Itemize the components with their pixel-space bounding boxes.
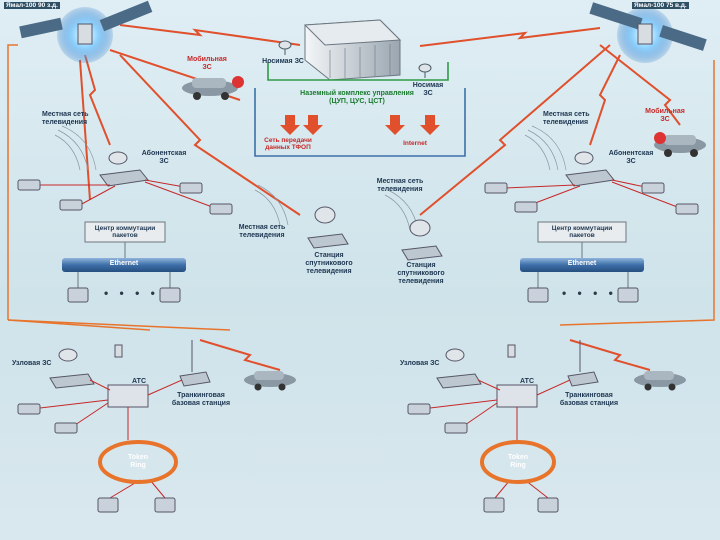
- center-left-tv-station: [307, 206, 349, 249]
- right-subscriber-es-label: Абонентская ЗС: [608, 150, 654, 165]
- right-mobile-es-label: Мобильная ЗС: [645, 108, 685, 123]
- bottom-right-ats-label: АТС: [519, 378, 535, 385]
- right-tv-fan: [524, 125, 567, 171]
- control-complex-title-line1: Наземный комплекс управления: [300, 90, 414, 97]
- right-satellite: [589, 2, 707, 63]
- portable-antennas: [278, 40, 432, 78]
- right-ethernet-bar: [520, 242, 644, 272]
- center-right-tv-station-label: Станция спутникового телевидения: [397, 262, 445, 285]
- frame-links: [7, 44, 715, 331]
- left-mobile-car: [182, 76, 244, 100]
- left-subscriber-es-label: Абонентская ЗС: [141, 150, 187, 165]
- bottom-left-token-ring-label: Token Ring: [127, 454, 149, 469]
- internet-label: Internet: [403, 140, 427, 147]
- bottom-right-token-ring: [480, 440, 556, 484]
- left-ethernet-label: Ethernet: [109, 260, 139, 267]
- right-mobile-car: [654, 132, 706, 157]
- left-pc-ellipsis: • • • •: [104, 286, 159, 300]
- right-satellite-label: Ямал-100 75 в.д.: [632, 2, 689, 9]
- bottom-left-links: [39, 379, 183, 499]
- right-packet-switch-label: Центр коммутации пакетов: [551, 225, 613, 239]
- control-bracket: [254, 88, 466, 157]
- left-tv-fan: [54, 125, 97, 171]
- portable-es-left-label: Носимая ЗС: [262, 58, 304, 65]
- right-ethernet-label: Ethernet: [567, 260, 597, 267]
- bottom-left-node: [49, 340, 296, 408]
- left-ethernet-bar: [62, 242, 186, 272]
- control-complex-title: Наземный комплекс управления (ЦУП, ЦУС, …: [282, 90, 432, 106]
- left-packet-switch-label: Центр коммутации пакетов: [94, 225, 156, 239]
- center-left-tv-net-label: Местная сеть телевидения: [238, 224, 286, 239]
- bottom-left-token-ring: [98, 440, 178, 484]
- down-arrows: [280, 115, 440, 135]
- bottom-left-terminals: [17, 403, 176, 513]
- left-local-tv-net-label: Местная сеть телевидения: [42, 111, 89, 126]
- control-building: [303, 19, 402, 81]
- right-subscriber-hub: [565, 151, 615, 187]
- left-subscriber-hub: [99, 151, 149, 187]
- center-left-tv-station-label: Станция спутникового телевидения: [305, 252, 353, 275]
- bottom-right-trunk-label: Транкинговая базовая станция: [559, 392, 619, 407]
- radio-links: [79, 24, 681, 371]
- bottom-right-terminals: [407, 403, 559, 513]
- control-complex-frame: [267, 62, 449, 81]
- bottom-right-node: [436, 340, 686, 408]
- left-terminals: [17, 179, 233, 215]
- left-mobile-es-label: Мобильная ЗС: [187, 56, 227, 71]
- right-local-tv-net-label: Местная сеть телевидения: [543, 111, 590, 126]
- portable-es-right-label: Носимая ЗС: [412, 82, 444, 97]
- left-satellite-label: Ямал-100 90 з.д.: [4, 2, 60, 9]
- control-complex-title-line2: (ЦУП, ЦУС, ЦСТ): [329, 98, 385, 105]
- right-terminals: [484, 182, 699, 215]
- bottom-left-trunk-label: Транкинговая базовая станция: [171, 392, 231, 407]
- tfop-label: Сеть передачи данных ТФОП: [264, 137, 312, 151]
- center-right-tv-net-label: Местная сеть телевидения: [376, 178, 424, 193]
- right-pc-ellipsis: • • • •: [562, 286, 617, 300]
- left-satellite: [19, 0, 153, 63]
- bottom-right-token-ring-label: Token Ring: [507, 454, 529, 469]
- bottom-right-links: [429, 379, 571, 499]
- center-left-tv-fan: [254, 184, 289, 226]
- center-right-tv-station: [401, 219, 443, 261]
- bottom-left-node-es-label: Узловая ЗС: [12, 360, 52, 367]
- ethernet-pcs: [67, 272, 639, 303]
- bottom-right-node-es-label: Узловая ЗС: [400, 360, 440, 367]
- bottom-left-ats-label: АТС: [131, 378, 147, 385]
